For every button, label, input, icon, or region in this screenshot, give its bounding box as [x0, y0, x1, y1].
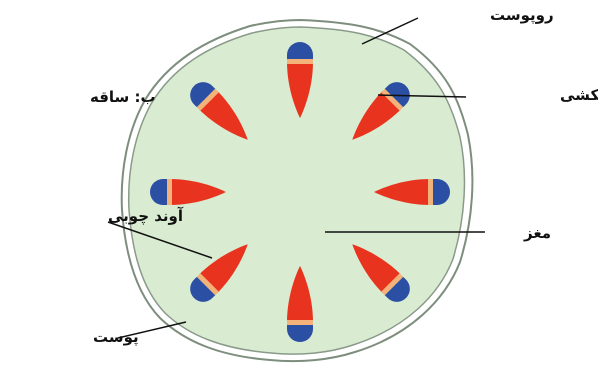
label-xylem: آوند چوبی [108, 207, 184, 226]
cambium-band [428, 179, 433, 205]
cambium-band [287, 320, 313, 325]
cambium-band [287, 59, 313, 64]
label-pith: مغز [523, 224, 551, 242]
label-cortex: پوست [93, 328, 139, 347]
label-epidermis: روپوست [490, 6, 554, 25]
label-phloem: آوند آبکشی [560, 86, 598, 104]
label-stem: ب: ساقه [90, 88, 156, 106]
cambium-band [167, 179, 172, 205]
